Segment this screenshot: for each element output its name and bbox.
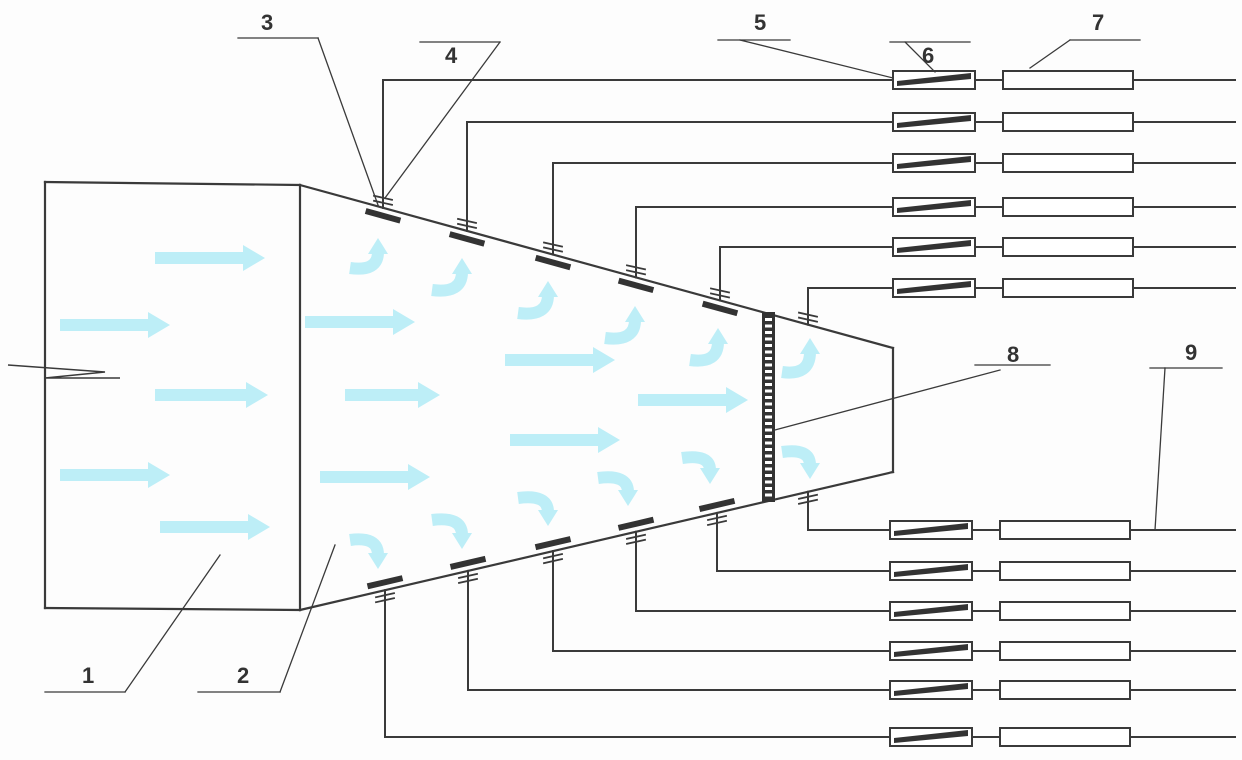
arrowhead-icon xyxy=(625,306,645,322)
sensors xyxy=(365,71,1235,746)
curved-flow-arrow-icon xyxy=(782,451,810,465)
arrowhead-icon xyxy=(618,490,638,506)
unit-7 xyxy=(1000,521,1130,539)
grid-slot xyxy=(765,370,772,373)
label-7: 7 xyxy=(1092,10,1104,35)
grid-slot xyxy=(765,390,772,393)
label-3: 3 xyxy=(261,10,273,35)
grid-slot xyxy=(765,338,772,341)
grid-slot xyxy=(765,396,772,399)
arrowhead-icon xyxy=(538,281,558,297)
duct-1-top xyxy=(45,182,300,185)
flow-arrow-icon xyxy=(155,382,268,408)
label-1: 1 xyxy=(82,663,94,688)
grid-slot xyxy=(765,318,772,321)
leader-line xyxy=(125,555,220,692)
leader-line xyxy=(775,370,1000,430)
label-8: 8 xyxy=(1007,342,1019,367)
grid-slot xyxy=(765,409,772,412)
flow-arrow-icon xyxy=(305,309,415,335)
leader-line xyxy=(1155,368,1165,530)
grid-slot xyxy=(765,494,772,497)
grid-slot xyxy=(765,474,772,477)
arrowhead-icon xyxy=(708,328,728,344)
arrowhead-icon xyxy=(368,553,388,569)
grid-slot xyxy=(765,403,772,406)
grid-slot xyxy=(765,351,772,354)
unit-7 xyxy=(1000,642,1130,660)
unit-7 xyxy=(1003,198,1133,216)
flow-arrows xyxy=(60,238,820,569)
flow-arrow-icon xyxy=(320,464,430,490)
grid-slot xyxy=(765,416,772,419)
flow-arrow-icon xyxy=(505,347,615,373)
grid-slot xyxy=(765,377,772,380)
unit-7 xyxy=(1000,728,1130,746)
curved-flow-arrow-icon xyxy=(782,352,810,373)
label-2: 2 xyxy=(237,663,249,688)
flow-arrow-icon xyxy=(60,312,170,338)
arrowhead-icon xyxy=(452,258,472,274)
curved-flow-arrow-icon xyxy=(432,519,462,535)
curved-flow-arrow-icon xyxy=(518,295,548,314)
arrowhead-icon xyxy=(800,463,820,479)
unit-7 xyxy=(1003,113,1133,131)
curved-flow-arrow-icon xyxy=(350,252,378,269)
grid-slot xyxy=(765,344,772,347)
grid-slot xyxy=(765,325,772,328)
duct-1-bottom xyxy=(45,608,300,610)
grid-slot xyxy=(765,461,772,464)
curved-flow-arrow-icon xyxy=(518,497,548,512)
grid-slot xyxy=(765,383,772,386)
grid-slot xyxy=(765,455,772,458)
leader-line xyxy=(280,545,335,692)
grid-slot xyxy=(765,487,772,490)
unit-7 xyxy=(1000,602,1130,620)
flow-arrow-icon xyxy=(160,514,270,540)
leader-line xyxy=(385,42,500,198)
curved-flow-arrow-icon xyxy=(690,342,718,361)
grid-slot xyxy=(765,357,772,360)
flow-arrow-icon xyxy=(60,462,170,488)
arrowhead-icon xyxy=(700,468,720,484)
label-5: 5 xyxy=(754,10,766,35)
grid-slot xyxy=(765,364,772,367)
break-line-icon xyxy=(8,365,120,378)
curved-flow-arrow-icon xyxy=(605,320,635,339)
grid-slot xyxy=(765,442,772,445)
grid-slot xyxy=(765,448,772,451)
arrowhead-icon xyxy=(538,510,558,526)
flow-arrow-icon xyxy=(345,382,440,408)
grid-slot xyxy=(765,422,772,425)
unit-7 xyxy=(1003,154,1133,172)
arrowhead-icon xyxy=(800,338,820,354)
flow-arrow-icon xyxy=(510,427,620,453)
label-9: 9 xyxy=(1185,340,1197,365)
flow-arrow-icon xyxy=(638,387,748,413)
cone-bottom xyxy=(300,472,893,610)
unit-7 xyxy=(1000,562,1130,580)
unit-7 xyxy=(1003,279,1133,297)
curved-flow-arrow-icon xyxy=(350,539,378,555)
grid-slot xyxy=(765,468,772,471)
flow-arrow-icon xyxy=(155,245,265,271)
grid-slot xyxy=(765,435,772,438)
grid-slot xyxy=(765,481,772,484)
grid-slot xyxy=(765,331,772,334)
arrowhead-icon xyxy=(452,533,472,549)
unit-7 xyxy=(1003,238,1133,256)
unit-7 xyxy=(1000,681,1130,699)
unit-7 xyxy=(1003,71,1133,89)
leader-line xyxy=(1030,40,1070,68)
curved-flow-arrow-icon xyxy=(432,272,462,291)
label-4: 4 xyxy=(445,43,458,68)
leader-line xyxy=(740,40,893,78)
arrowhead-icon xyxy=(368,238,388,254)
leader-line xyxy=(318,38,378,205)
curved-flow-arrow-icon xyxy=(598,477,628,492)
grid-slot xyxy=(765,429,772,432)
